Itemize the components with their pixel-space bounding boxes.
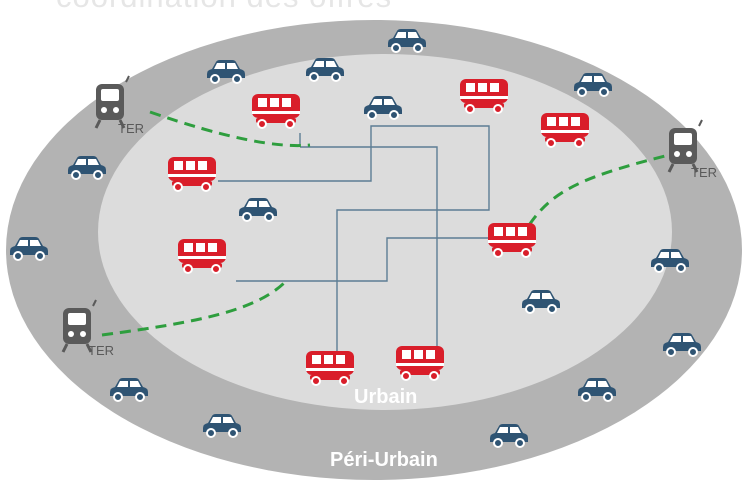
train-label: TER	[88, 343, 114, 358]
bus-icon	[459, 78, 509, 114]
urban-zone-label: Urbain	[354, 386, 418, 408]
bus-icon	[251, 93, 301, 129]
urban-zone	[98, 54, 672, 410]
bus-icon	[177, 238, 227, 274]
network-line	[300, 146, 438, 360]
page-title: coordination des offres	[56, 0, 392, 15]
train-label: TER	[118, 121, 144, 136]
bus-network	[218, 125, 495, 360]
bus-icon	[305, 350, 355, 386]
bus-icon	[395, 345, 445, 381]
peri-urban-zone-label: Péri-Urbain	[330, 449, 438, 471]
train-link	[149, 110, 311, 148]
train-label: TER	[691, 165, 717, 180]
train-link	[101, 277, 290, 337]
bus-icon	[487, 222, 537, 258]
bus-icon	[540, 112, 590, 148]
network-line	[236, 237, 495, 282]
network-line	[218, 125, 490, 360]
bus-icon	[167, 156, 217, 192]
train-links	[101, 110, 666, 337]
